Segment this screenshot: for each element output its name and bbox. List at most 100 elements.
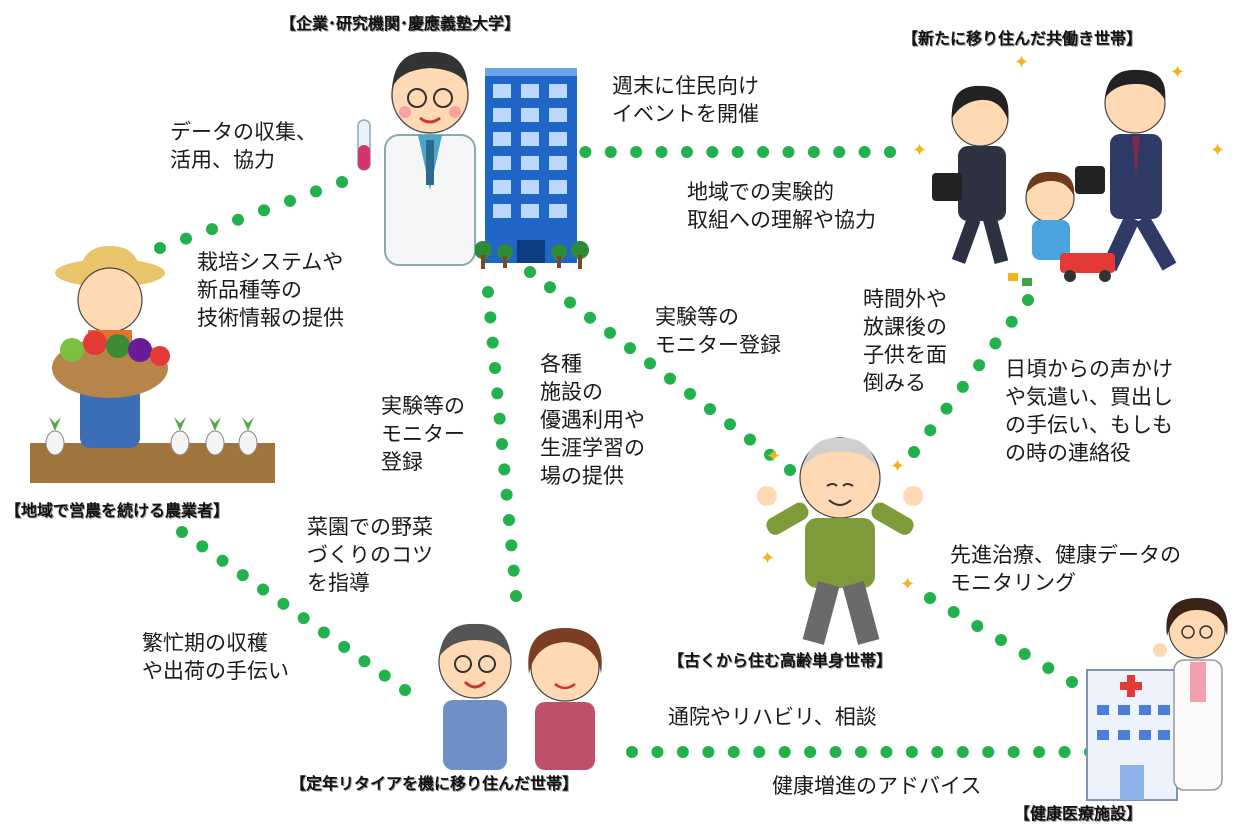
connection-dot (498, 463, 511, 476)
sparkle-icon: ✦ (890, 456, 906, 477)
connection-dot (971, 620, 984, 632)
connection-dot (956, 746, 969, 758)
connection-dot (1005, 315, 1018, 328)
connection-dot (744, 433, 756, 446)
connection-dot (855, 746, 867, 758)
connection-dot (1022, 294, 1034, 306)
connection-dot (630, 146, 643, 158)
connection-dot (624, 342, 636, 355)
retired-couple-illustration (438, 623, 602, 770)
sparkle-icon: ✦ (760, 548, 776, 569)
connection-dot (336, 176, 348, 188)
connection-dot (493, 412, 506, 425)
actor-title-company: 【企業･研究機関･慶應義塾大学】 (280, 14, 521, 33)
connection-dot (684, 387, 696, 400)
connection-dot (180, 232, 192, 245)
relation-label: 日頃からの声かけ や気遣い、買出し の手伝い、もしも の時の連絡役 (1005, 357, 1173, 465)
sparkle-icon: ✦ (766, 446, 782, 467)
actor-title-elderly: 【古くから住む高齢単身世帯】 (668, 651, 893, 670)
relation-label: 実験等の モニター登録 (655, 305, 781, 357)
connection-dot (1058, 746, 1071, 758)
connection-dot (505, 539, 518, 552)
connection-dot (704, 403, 716, 416)
relation-label: 通院やリハビリ、相談 (668, 705, 877, 729)
connection-dot (484, 311, 497, 324)
connection-dot (310, 185, 322, 198)
connection-dot (232, 213, 244, 226)
connection-dot (489, 362, 501, 374)
connection-dot (378, 669, 391, 682)
connection-dot (905, 746, 918, 758)
connection-dot (924, 592, 936, 604)
connection-dot (680, 146, 693, 158)
connection-dot (778, 746, 791, 758)
connection-dot (924, 424, 937, 437)
connection-dot (1066, 676, 1078, 688)
connection-dot (196, 540, 209, 553)
office-building-illustration (475, 68, 589, 269)
relation-label: 実験等の モニター 登録 (381, 394, 465, 474)
sparkle-icon: ✦ (1014, 52, 1030, 73)
connection-dot (982, 746, 995, 758)
connection-dot (206, 223, 218, 236)
researcher-illustration (357, 51, 476, 266)
connection-dot (702, 746, 715, 758)
relation-label: 繁忙期の収穫 や出荷の手伝い (142, 631, 289, 683)
connection-dot (496, 438, 508, 450)
connection-dot (258, 204, 270, 217)
clinic-and-doctor-illustration (1086, 598, 1228, 801)
relation-label: 先進治療、健康データの モニタリング (950, 543, 1181, 595)
connection-dot (1007, 746, 1020, 758)
connection-dot (880, 746, 893, 758)
connection-dot (317, 626, 330, 639)
connection-dot (829, 746, 842, 758)
connection-dot (947, 606, 960, 618)
connection-dot (482, 286, 494, 298)
connection-dot (1042, 662, 1055, 674)
connection-dot (676, 746, 689, 758)
connection-dot (176, 526, 188, 538)
connection-dot (644, 357, 656, 370)
actor-title-medical: 【健康医療施設】 (1014, 804, 1143, 823)
relation-label: 週末に住民向け イベントを開催 (612, 74, 759, 126)
farmer-illustration (30, 246, 275, 483)
connection-dot (257, 583, 270, 596)
relation-label: データの収集、 活用、協力 (170, 120, 317, 172)
connection-dot (989, 337, 1002, 350)
connection-dot (486, 336, 499, 349)
sparkle-icon: ✦ (1170, 62, 1186, 83)
connection-dot (503, 514, 515, 526)
connection-dot (510, 590, 522, 602)
connection-dot (1033, 746, 1046, 758)
connection-dot (995, 634, 1007, 646)
relation-label: 時間外や 放課後の 子供を面 倒みる (863, 287, 947, 395)
connection-dot (664, 372, 676, 385)
connection-dot (297, 612, 310, 625)
connection-dot (858, 146, 871, 158)
connection-dot (584, 311, 596, 324)
connection-dot (782, 146, 795, 158)
relation-label: 菜園での野菜 づくりのコツ を指導 (307, 515, 433, 595)
connection-dot (524, 266, 536, 278)
actor-title-farmer: 【地域で営農を続ける農業者】 (5, 501, 230, 520)
connection-dot (491, 387, 504, 400)
connection-dot (727, 746, 740, 758)
connection-dot (731, 146, 744, 158)
connection-dot (604, 146, 617, 158)
connection-dot (940, 402, 953, 415)
connection-dot (507, 564, 520, 577)
connection-dot (284, 194, 296, 207)
relation-label: 健康増進のアドバイス (772, 774, 982, 798)
connection-dot (757, 146, 770, 158)
connection-dot (604, 326, 616, 339)
relation-label: 地域での実験的 取組への理解や協力 (687, 180, 876, 232)
connection-dot (626, 746, 638, 758)
connection-dot (399, 684, 411, 696)
connection-dot (973, 359, 986, 372)
connection-dot (154, 242, 166, 254)
relation-label: 栽培システムや 新品種等の 技術情報の提供 (197, 250, 344, 330)
actor-title-family: 【新たに移り住んだ共働き世帯】 (902, 29, 1143, 48)
elderly-person-illustration (757, 437, 923, 645)
connection-dot (338, 640, 351, 653)
